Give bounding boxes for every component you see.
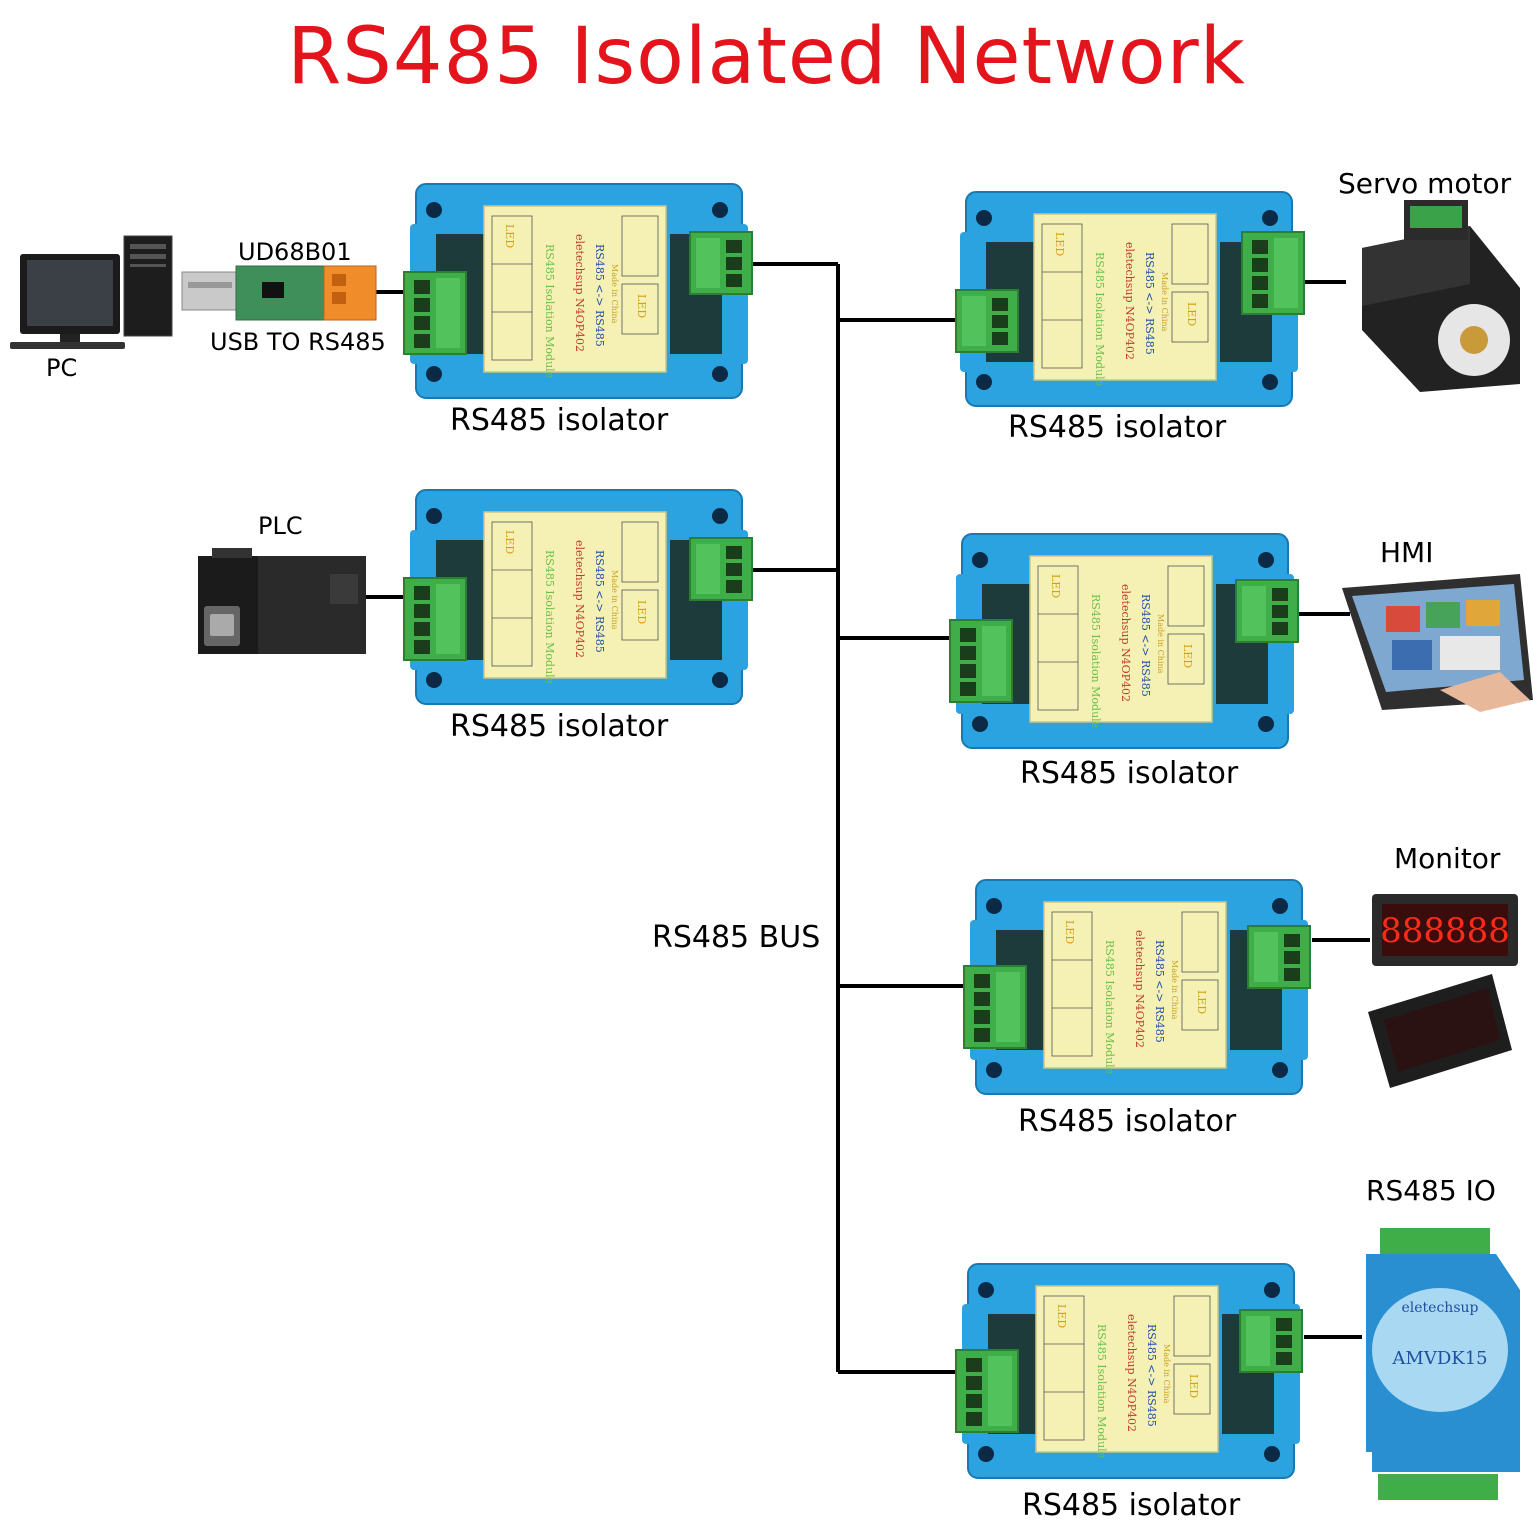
isolator-2-terminal-in [403, 577, 467, 661]
usb-caption-label: USB TO RS485 [210, 328, 386, 356]
isolator-1-terminal-in [403, 271, 467, 355]
monitor-illustration [1368, 894, 1518, 1088]
io-brand: eletechsup [1402, 1300, 1479, 1316]
isolator-5-caption: RS485 isolator [1018, 1104, 1237, 1139]
isolator-2-terminal-out [689, 537, 753, 601]
isolator-3-caption: RS485 isolator [1008, 410, 1227, 445]
bus-label: RS485 BUS [652, 920, 821, 955]
plc-label: PLC [258, 512, 303, 540]
pc-illustration [10, 235, 173, 349]
servo-label: Servo motor [1338, 167, 1512, 200]
isolator-1-terminal-out [689, 231, 753, 295]
isolator-3-terminal-out [1241, 231, 1305, 315]
isolator-5-terminal-out [1247, 925, 1311, 989]
io-model: AMVDK15 [1391, 1348, 1487, 1369]
isolator-1-caption: RS485 isolator [450, 403, 669, 438]
rs485-io-illustration [1366, 1228, 1520, 1500]
isolator-4-terminal-out [1235, 579, 1299, 643]
page-title: RS485 Isolated Network [287, 12, 1246, 102]
isolator-3-terminal-in [955, 289, 1019, 353]
isolator-6-terminal-out [1239, 1309, 1303, 1373]
isolator-2-caption: RS485 isolator [450, 709, 669, 744]
isolator-5-terminal-in [963, 965, 1027, 1049]
usb-rs485-adapter [181, 265, 377, 321]
hmi-label: HMI [1380, 536, 1434, 569]
isolator-4-terminal-in [949, 619, 1013, 703]
hmi-illustration [1342, 574, 1533, 712]
isolator-6-terminal-in [955, 1349, 1019, 1433]
usb-model-label: UD68B01 [238, 238, 352, 266]
isolator-6-caption: RS485 isolator [1022, 1488, 1241, 1523]
pc-label: PC [46, 354, 78, 382]
isolator-4-caption: RS485 isolator [1020, 756, 1239, 791]
monitor-display: 888888 [1380, 911, 1510, 951]
servo-motor-illustration [1362, 200, 1520, 392]
monitor-label: Monitor [1394, 842, 1501, 875]
io-label: RS485 IO [1366, 1174, 1496, 1207]
plc-illustration [198, 548, 366, 654]
